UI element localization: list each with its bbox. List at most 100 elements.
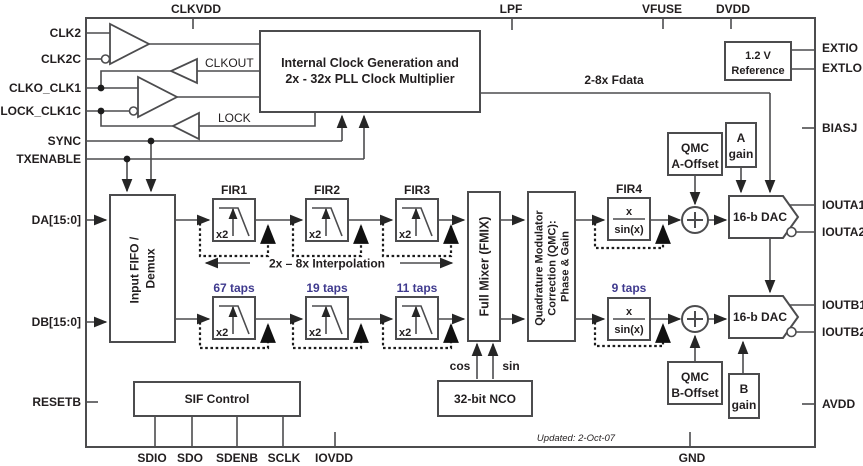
lowpass-filter-icon — [219, 305, 250, 335]
svg-text:x2: x2 — [309, 229, 321, 241]
fir3-taps-label: 11 taps — [397, 281, 438, 295]
svg-text:A: A — [737, 131, 746, 145]
clk1-input-buffer-icon — [137, 75, 179, 119]
svg-text:x2: x2 — [399, 229, 411, 241]
lowpass-filter-icon — [402, 207, 433, 237]
top-pin-labels: CLKVDD LPF VFUSE DVDD — [171, 2, 750, 16]
svg-text:SIF Control: SIF Control — [185, 392, 250, 406]
left-pin-labels: CLK2 CLK2C CLKO_CLK1 LOCK_CLK1C SYNC TXE… — [0, 26, 81, 409]
pin-sdenb: SDENB — [216, 451, 258, 465]
dac-a-block: 16-b DAC — [728, 195, 800, 239]
pin-iovdd: IOVDD — [315, 451, 353, 465]
junction-dots — [97, 84, 155, 163]
fir3-block: x2 — [395, 198, 439, 242]
svg-text:Full Mixer (FMIX): Full Mixer (FMIX) — [478, 217, 492, 317]
qmc-block: Quadrature Modulator Correction (QMC): P… — [527, 191, 576, 342]
pin-extlo: EXTLO — [822, 61, 862, 75]
svg-text:x2: x2 — [216, 327, 228, 339]
clkout-output-buffer-icon — [168, 57, 198, 85]
lowpass-filter-icon — [312, 207, 343, 237]
pin-da: DA[15:0] — [32, 213, 81, 227]
pin-lock-clk1c: LOCK_CLK1C — [0, 104, 81, 118]
lowpass-filter-icon — [312, 305, 343, 335]
fir1-taps-label: 67 taps — [213, 281, 255, 295]
svg-text:Input FIFO / Demux: Input FIFO / Demux — [128, 234, 158, 304]
bypass-paths — [198, 223, 671, 350]
fir4-label: FIR4 — [616, 182, 642, 196]
clock-generation-label: Internal Clock Generation and — [281, 56, 459, 70]
fir1-label: FIR1 — [221, 183, 247, 197]
lock-output-buffer-icon — [170, 111, 200, 141]
interpolation-label: 2x – 8x Interpolation — [269, 257, 385, 271]
full-mixer-block: Full Mixer (FMIX) — [467, 191, 501, 342]
qmc-b-offset-block: QMC B-Offset — [667, 361, 723, 405]
qmc-a-offset-block: QMC A-Offset — [667, 132, 723, 176]
fir2-block-b: x2 — [305, 296, 349, 340]
pin-dvdd: DVDD — [716, 2, 750, 16]
fir3-label: FIR3 — [404, 183, 430, 197]
pin-gnd: GND — [679, 451, 706, 465]
right-pin-labels: EXTIO EXTLO BIASJ IOUTA1 IOUTA2 IOUTB1 I… — [822, 41, 863, 411]
dac-b-block: 16-b DAC — [728, 295, 800, 339]
clock-generation-block: Internal Clock Generation and 2x - 32x P… — [259, 30, 481, 113]
pin-sdo: SDO — [177, 451, 203, 465]
reference-block: 1.2 V Reference — [724, 41, 792, 81]
pin-biasj: BIASJ — [822, 121, 857, 135]
nco-block: 32-bit NCO — [437, 380, 533, 417]
svg-text:x2: x2 — [216, 229, 228, 241]
pin-ioutb2: IOUTB2 — [822, 325, 863, 339]
pin-db: DB[15:0] — [32, 315, 81, 329]
fir3-block-b: x2 — [395, 296, 439, 340]
clk2c-inverting-bubble-icon — [100, 54, 111, 64]
fir2-block: x2 — [305, 198, 349, 242]
updated-date-label: Updated: 2-Oct-07 — [537, 433, 616, 444]
pin-vfuse: VFUSE — [642, 2, 682, 16]
fir4-block-b: x sin(x) — [607, 297, 651, 341]
lowpass-filter-icon — [402, 305, 433, 335]
svg-text:32-bit NCO: 32-bit NCO — [454, 392, 516, 406]
iouta2-inverting-bubble-icon — [786, 226, 797, 238]
svg-text:gain: gain — [729, 147, 754, 161]
bottom-pin-labels: SDIO SDO SDENB SCLK IOVDD GND — [137, 451, 705, 465]
svg-text:sin(x): sin(x) — [614, 324, 644, 336]
svg-text:QMC: QMC — [681, 141, 709, 155]
cos-label: cos — [450, 359, 471, 373]
pin-resetb: RESETB — [32, 395, 81, 409]
svg-text:QMC: QMC — [681, 370, 709, 384]
svg-text:1.2 V: 1.2 V — [745, 50, 771, 62]
fir1-block: x2 — [212, 198, 256, 242]
svg-text:sin(x): sin(x) — [614, 224, 644, 236]
fir2-taps-label: 19 taps — [306, 281, 348, 295]
lowpass-filter-icon — [219, 207, 250, 237]
ioutb2-inverting-bubble-icon — [786, 326, 797, 338]
b-gain-block: B gain — [728, 373, 760, 419]
pin-sclk: SCLK — [268, 451, 301, 465]
lock-signal-label: LOCK — [218, 111, 251, 125]
fir4-taps-label: 9 taps — [612, 281, 647, 295]
adder-b-icon — [681, 305, 709, 333]
svg-text:Reference: Reference — [731, 65, 784, 77]
pin-iouta1: IOUTA1 — [822, 198, 863, 212]
pin-lpf: LPF — [500, 2, 523, 16]
svg-text:A-Offset: A-Offset — [671, 157, 718, 171]
pin-sdio: SDIO — [137, 451, 166, 465]
pin-clko-clk1: CLKO_CLK1 — [9, 81, 81, 95]
clk2-input-buffer-icon — [109, 22, 151, 66]
input-fifo-demux-block: Input FIFO / Demux — [109, 194, 176, 343]
fdata-signal-label: 2-8x Fdata — [584, 73, 644, 87]
svg-text:16-b DAC: 16-b DAC — [733, 310, 787, 324]
svg-text:x2: x2 — [399, 327, 411, 339]
svg-text:16-b DAC: 16-b DAC — [733, 210, 787, 224]
pin-clk2: CLK2 — [50, 26, 82, 40]
pin-ioutb1: IOUTB1 — [822, 298, 863, 312]
fir2-label: FIR2 — [314, 183, 340, 197]
svg-text:x2: x2 — [309, 327, 321, 339]
svg-text:gain: gain — [732, 398, 757, 412]
svg-text:B-Offset: B-Offset — [671, 386, 718, 400]
svg-text:x: x — [626, 306, 633, 318]
clkout-signal-label: CLKOUT — [205, 56, 254, 70]
a-gain-block: A gain — [725, 122, 757, 168]
svg-text:Quadrature Modulator Cor: Quadrature Modulator Correction (QMC): P… — [534, 207, 572, 326]
pin-txenable: TXENABLE — [16, 152, 81, 166]
